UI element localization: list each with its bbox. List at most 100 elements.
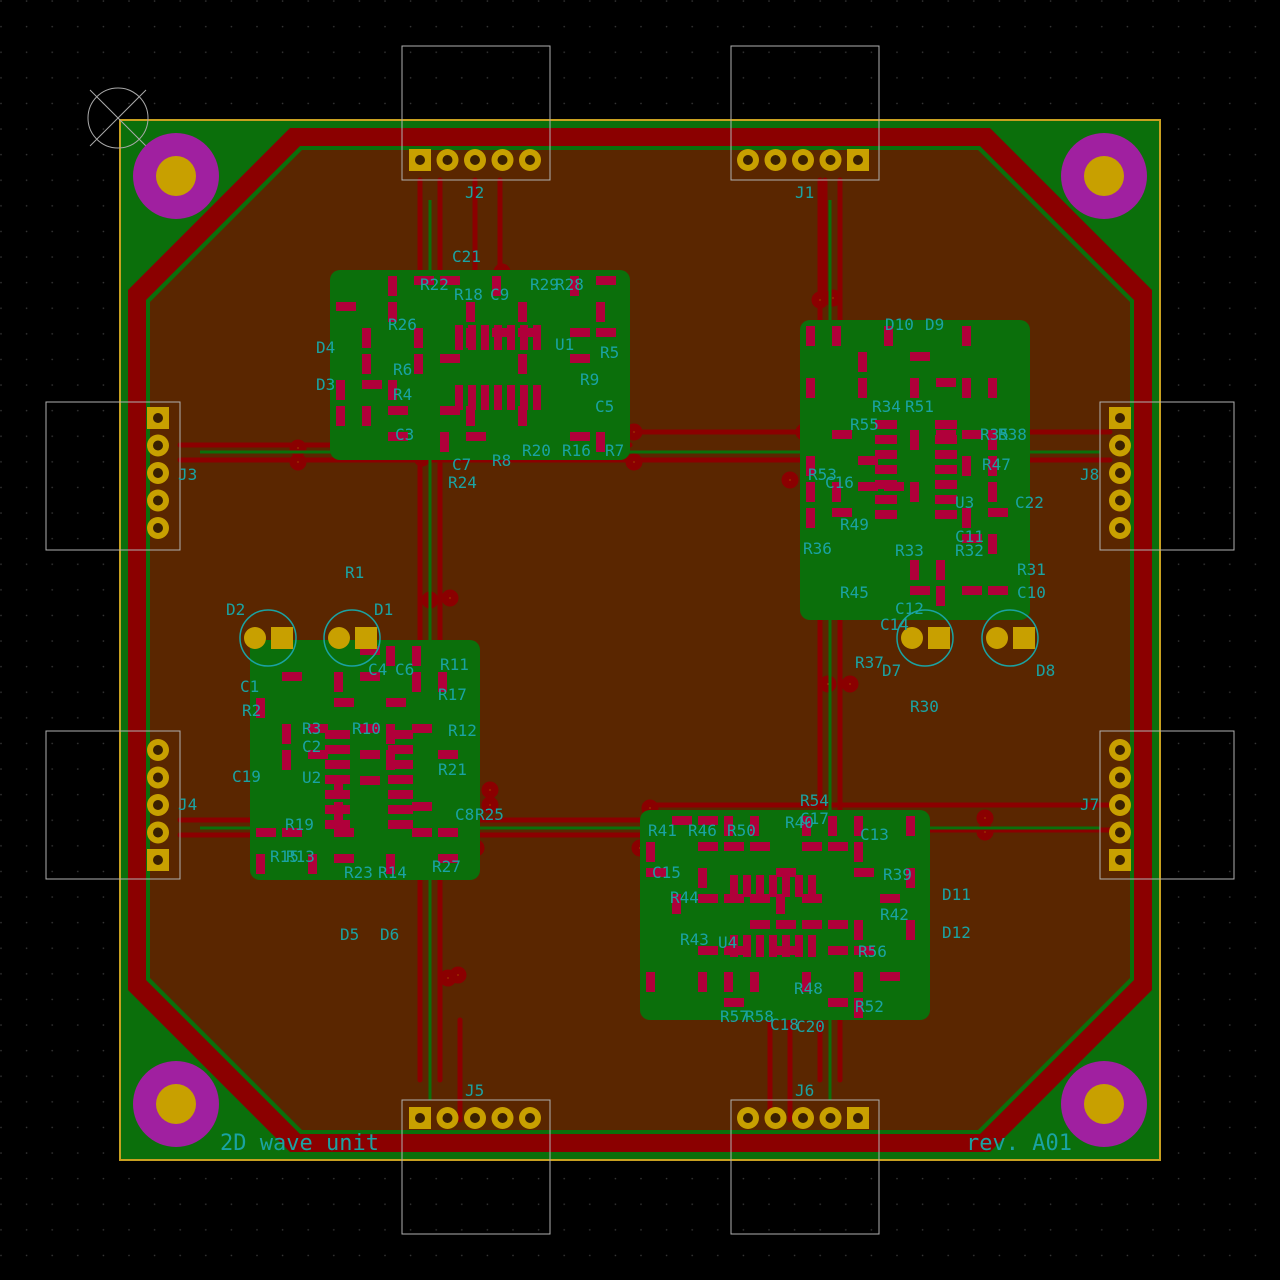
- ref-j8: J8: [1080, 465, 1099, 484]
- smd-pad: [910, 482, 919, 502]
- connector-body: [730, 1099, 880, 1235]
- ic-pin: [730, 875, 738, 897]
- ic-pin: [481, 325, 489, 350]
- ref-r54: R54: [800, 791, 829, 810]
- smd-pad: [832, 508, 852, 517]
- connector-body: [1099, 401, 1235, 551]
- led-pad: [986, 627, 1008, 649]
- smd-pad: [776, 868, 796, 877]
- pin-drill: [1115, 827, 1125, 838]
- smd-pad: [988, 534, 997, 554]
- smd-pad: [414, 276, 434, 285]
- ref-c19: C19: [232, 767, 261, 786]
- via-drill: [979, 826, 991, 838]
- smd-pad: [962, 326, 971, 346]
- smd-pad: [802, 816, 811, 836]
- smd-pad: [936, 586, 945, 606]
- ref-r20: R20: [522, 441, 551, 460]
- smd-pad: [334, 672, 343, 692]
- smd-pad: [440, 432, 449, 452]
- ic-pin: [756, 875, 764, 897]
- component-area: [800, 320, 1030, 620]
- smd-pad: [646, 842, 655, 862]
- pin-drill: [470, 155, 480, 165]
- smd-pad: [988, 586, 1008, 595]
- smd-pad: [828, 842, 848, 851]
- smd-pad: [596, 302, 605, 322]
- pin-drill: [770, 1113, 781, 1123]
- ic-pin: [808, 875, 816, 897]
- smd-pad: [438, 828, 458, 837]
- ref-r16: R16: [562, 441, 591, 460]
- ic-pin: [468, 385, 476, 410]
- smd-pad: [360, 724, 380, 733]
- component-clusters: [250, 270, 1030, 1020]
- ref-r3: R3: [302, 719, 321, 738]
- led-outline: [239, 609, 297, 667]
- ic-pin: [730, 935, 738, 957]
- ref-j7: J7: [1080, 795, 1099, 814]
- ic-pin: [494, 385, 502, 410]
- ref-r1: R1: [345, 563, 364, 582]
- smd-pad: [414, 328, 423, 348]
- smd-pad: [802, 894, 822, 903]
- smd-pad: [388, 276, 397, 296]
- smd-pad: [412, 828, 432, 837]
- pin-drill: [153, 468, 163, 478]
- mount-hole-drill: [1084, 1084, 1124, 1124]
- smd-pad: [806, 508, 815, 528]
- smd-pad: [828, 998, 848, 1007]
- ref-r27: R27: [432, 857, 461, 876]
- smd-pad: [570, 354, 590, 363]
- ref-u4: U4: [718, 933, 737, 952]
- ic-pin: [325, 775, 350, 784]
- pin-drill: [853, 1113, 863, 1123]
- smd-pad: [466, 406, 475, 426]
- smd-pad: [776, 920, 796, 929]
- ref-c20: C20: [796, 1017, 825, 1036]
- ref-u2: U2: [302, 768, 321, 787]
- ic-pin: [520, 325, 528, 350]
- ref-r46: R46: [688, 821, 717, 840]
- pin-drill: [442, 155, 453, 165]
- ref-r24: R24: [448, 473, 477, 492]
- smd-pad: [412, 802, 432, 811]
- ic-pin: [935, 495, 957, 504]
- ref-c12: C12: [895, 599, 924, 618]
- ref-c18: C18: [770, 1015, 799, 1034]
- ref-r5: R5: [600, 343, 619, 362]
- ref-d6: D6: [380, 925, 399, 944]
- smd-pad: [750, 894, 770, 903]
- ref-r22: R22: [420, 275, 449, 294]
- smd-pad: [360, 646, 380, 655]
- smd-pad: [854, 868, 874, 877]
- ic-pin: [875, 450, 897, 459]
- ref-r31: R31: [1017, 560, 1046, 579]
- smd-pad: [776, 894, 785, 914]
- via-drill: [452, 969, 464, 981]
- smd-pad: [388, 432, 408, 441]
- pin-drill: [153, 523, 163, 533]
- ic-pin: [875, 495, 897, 504]
- smd-pad: [596, 432, 605, 452]
- smd-pad: [750, 972, 759, 992]
- ref-r45: R45: [840, 583, 869, 602]
- smd-pad: [308, 724, 328, 733]
- smd-pad: [360, 776, 380, 785]
- ref-r28: R28: [555, 275, 584, 294]
- pin-drill: [153, 800, 163, 810]
- led-pad-square: [1013, 627, 1035, 649]
- smd-pad: [750, 816, 759, 836]
- via-drill: [292, 456, 304, 468]
- pin-drill: [825, 1113, 836, 1123]
- pin-drill: [1115, 440, 1125, 451]
- ref-j1: J1: [795, 183, 814, 202]
- smd-pad: [828, 946, 848, 955]
- ref-c11: C11: [955, 527, 984, 546]
- ic-pin: [756, 935, 764, 957]
- led-outline: [981, 609, 1039, 667]
- smd-pad: [412, 672, 421, 692]
- smd-pad: [672, 816, 692, 825]
- smd-pad: [570, 432, 590, 441]
- smd-pad: [828, 816, 837, 836]
